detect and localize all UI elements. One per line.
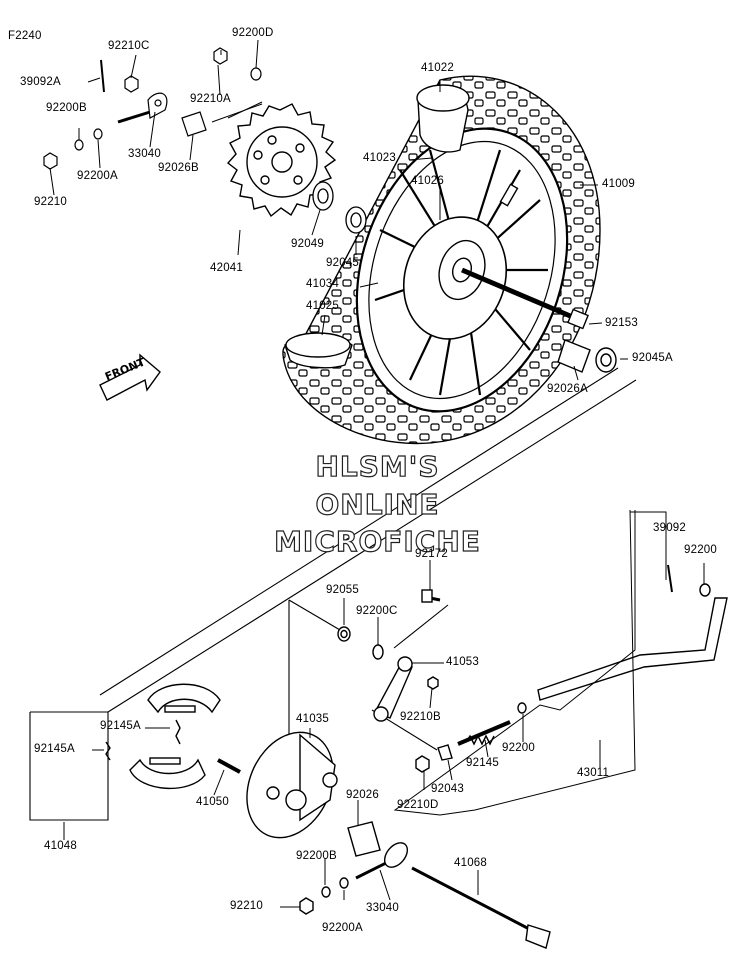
part-label: 92026	[346, 789, 379, 801]
part-label: 92045	[326, 257, 359, 269]
part-label: 41034	[306, 278, 339, 290]
brake-shoes	[105, 683, 221, 789]
leader-lines	[49, 39, 628, 381]
part-label: 92210D	[397, 799, 439, 811]
part-label: 41053	[446, 656, 479, 668]
part-label: 92210C	[108, 40, 150, 52]
part-label: 33040	[128, 148, 161, 160]
brake-panel	[217, 589, 551, 949]
part-label: 41050	[196, 796, 229, 808]
part-label: 92200A	[77, 170, 118, 182]
part-label: 92026A	[547, 383, 588, 395]
chain-adjuster-hardware	[43, 47, 262, 170]
part-label: 41025	[306, 300, 339, 312]
part-label: 92210	[230, 900, 263, 912]
leader-lines-lower	[63, 560, 705, 908]
watermark-line-3: MICROFICHE	[273, 524, 481, 558]
front-arrow	[99, 353, 161, 401]
part-label: 92210A	[190, 93, 231, 105]
part-label: 92145A	[100, 720, 141, 732]
part-label: 92200A	[322, 922, 363, 934]
part-label: 92200	[684, 544, 717, 556]
part-label: 92200D	[232, 27, 274, 39]
part-label: 92043	[431, 783, 464, 795]
part-label: 41026	[411, 175, 444, 187]
part-label: 92210	[34, 196, 67, 208]
part-label: 39092	[653, 522, 686, 534]
part-label: 41022	[421, 62, 454, 74]
sprocket	[226, 103, 337, 218]
part-label: 43011	[577, 767, 610, 779]
part-label: 92049	[291, 238, 324, 250]
torque-link-rod	[393, 509, 728, 816]
part-label: 41068	[454, 857, 487, 869]
part-label: 92200	[502, 742, 535, 754]
part-label: 92172	[415, 548, 448, 560]
part-label: 92145	[466, 757, 499, 769]
part-label: 41035	[296, 713, 329, 725]
part-label: 92055	[326, 584, 359, 596]
watermark-line-1: HLSM'S	[315, 449, 440, 483]
part-label: 92200B	[296, 850, 337, 862]
part-label: 92200B	[46, 102, 87, 114]
part-label: 92200C	[356, 605, 398, 617]
part-label: 42041	[210, 262, 243, 274]
part-label: 92145A	[34, 743, 75, 755]
part-label: 41048	[44, 840, 77, 852]
figure-code: F2240	[8, 30, 42, 42]
part-label: 92045A	[632, 352, 673, 364]
bearings-upper	[312, 181, 367, 234]
watermark-line-2: ONLINE	[315, 487, 440, 521]
part-label: 39092A	[20, 76, 61, 88]
wheel-assembly	[282, 75, 617, 445]
part-label: 33040	[366, 902, 399, 914]
part-label: 92026B	[158, 162, 199, 174]
part-label: 41009	[602, 178, 635, 190]
part-label: 92153	[605, 317, 638, 329]
part-label: 92210B	[400, 711, 441, 723]
part-label: 41023	[363, 152, 396, 164]
